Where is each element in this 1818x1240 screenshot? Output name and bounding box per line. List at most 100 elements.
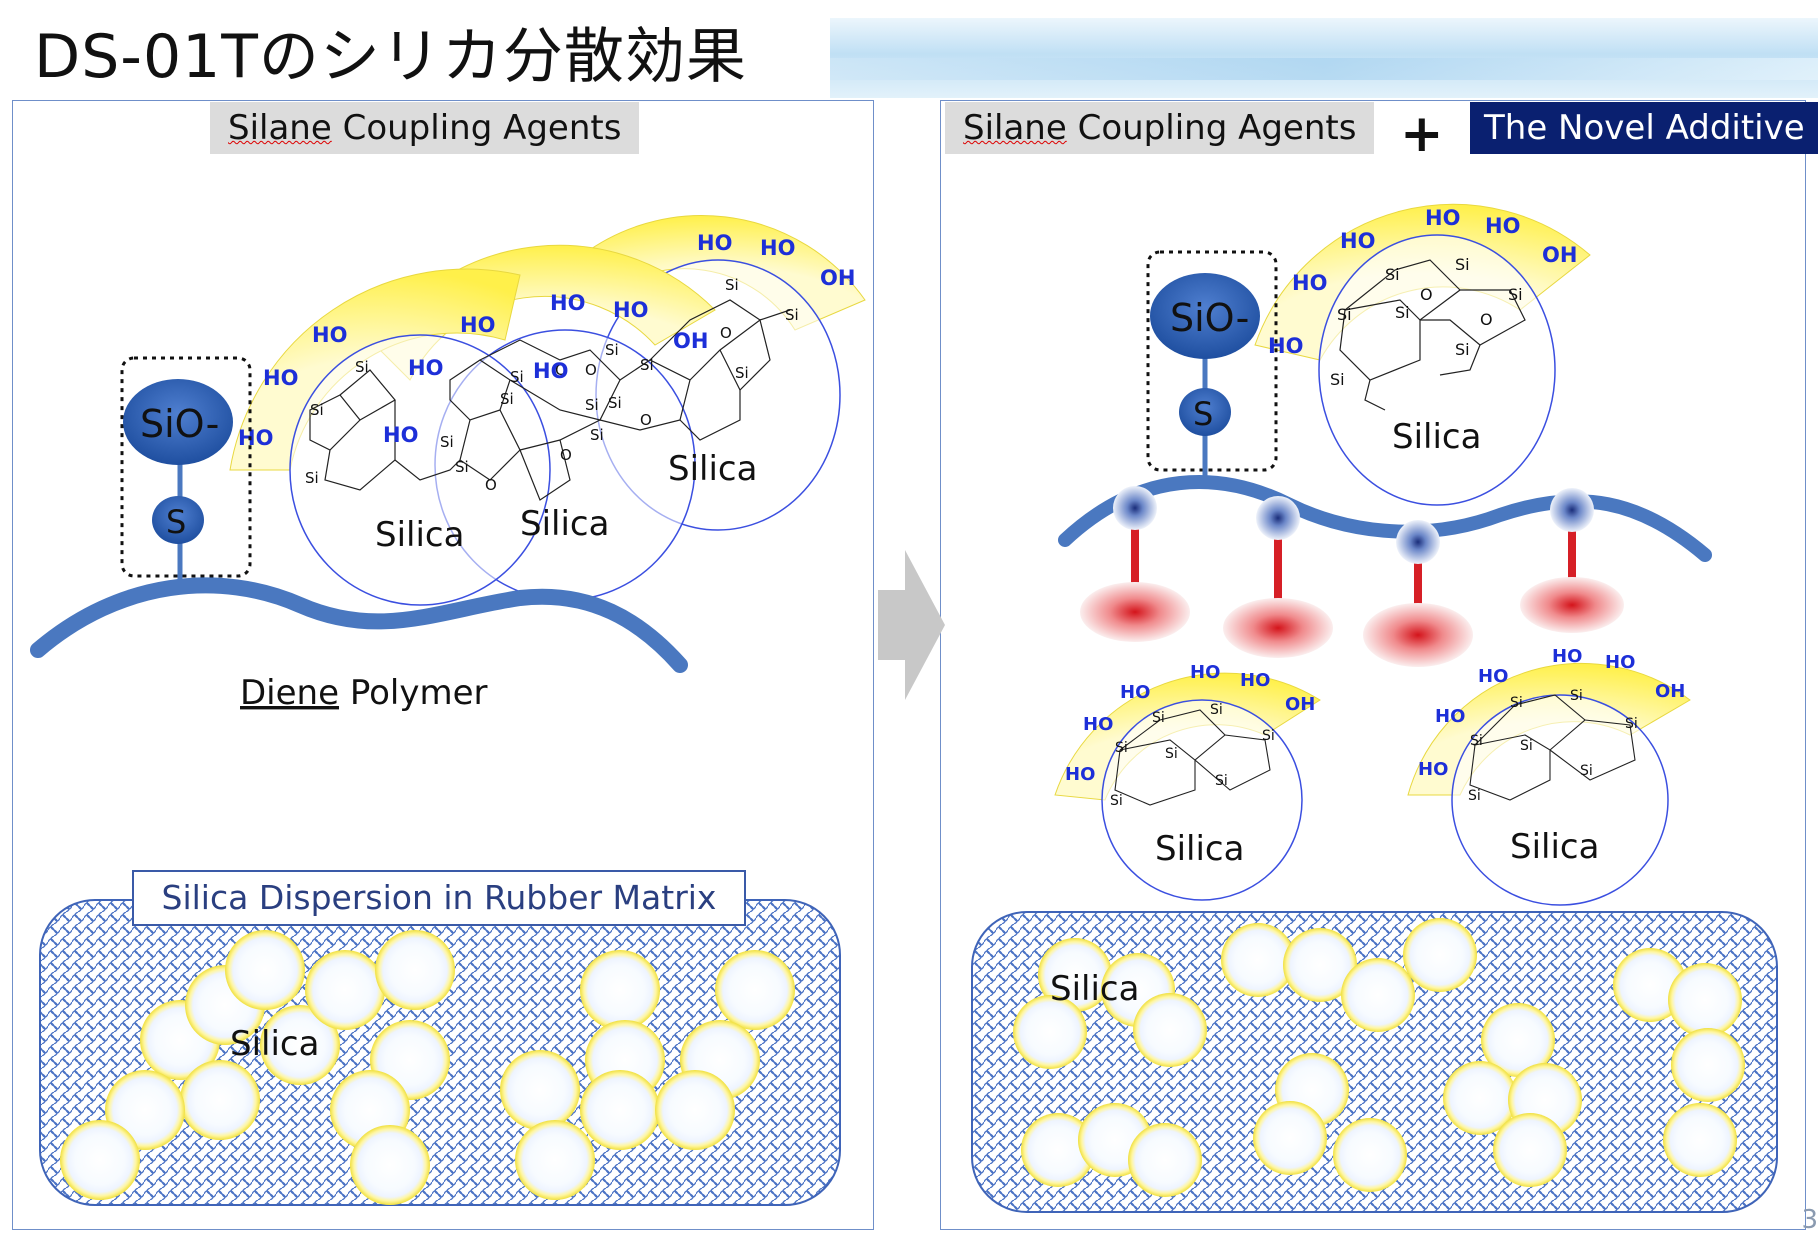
svg-text:Si: Si <box>1510 695 1523 711</box>
svg-text:Si: Si <box>1330 370 1345 389</box>
right-header-prefix: Silane <box>963 108 1067 148</box>
right-lower1-ho-3: HO <box>1120 682 1150 703</box>
svg-text:Si: Si <box>1470 733 1483 749</box>
svg-text:Si: Si <box>1110 793 1123 809</box>
svg-text:Si: Si <box>590 426 604 444</box>
left-s-label: S <box>166 503 186 541</box>
left-dispersed-silica-cluster-a <box>60 930 455 1205</box>
svg-text:Si: Si <box>785 306 799 324</box>
svg-text:O: O <box>640 411 652 429</box>
left-diene-polymer-chain <box>30 577 688 673</box>
svg-text:Si: Si <box>510 368 524 386</box>
svg-text:O: O <box>720 324 732 342</box>
svg-text:Si: Si <box>355 358 369 376</box>
right-lower2-ho-4: HO <box>1552 646 1582 667</box>
right-lower1-ho-1: HO <box>1065 764 1095 785</box>
right-lower2-ho-2: HO <box>1435 706 1465 727</box>
svg-text:Si: Si <box>1152 710 1165 726</box>
right-lower1-ho-4: HO <box>1190 662 1220 683</box>
svg-text:O: O <box>555 361 567 379</box>
right-top-ho-1: HO <box>1268 334 1303 358</box>
left-ho-4: HO <box>383 423 418 447</box>
left-header-chip: Silane Coupling Agents <box>210 102 640 154</box>
svg-text:Si: Si <box>1580 763 1593 779</box>
svg-text:Si: Si <box>455 458 469 476</box>
left-ho-8: HO <box>550 291 585 315</box>
left-polymer-label-rest: Polymer <box>339 673 488 713</box>
page-number: 3 <box>1801 1205 1818 1235</box>
svg-text:Si: Si <box>1508 285 1523 304</box>
novel-additive-label: The Novel Additive <box>1470 102 1818 154</box>
svg-text:Si: Si <box>605 341 619 359</box>
svg-text:Si: Si <box>1115 740 1128 756</box>
svg-text:Si: Si <box>1570 688 1583 704</box>
svg-text:Si: Si <box>1337 305 1352 324</box>
svg-text:Si: Si <box>1455 340 1470 359</box>
left-coupling-agent-box <box>120 356 252 578</box>
additive-anchor-2 <box>1223 496 1333 658</box>
left-ho-2: HO <box>263 366 298 390</box>
left-oh-1: OH <box>673 329 708 353</box>
transition-arrow <box>878 550 945 700</box>
right-sio-node <box>1150 273 1260 359</box>
right-coupling-agent-box <box>1146 250 1278 472</box>
left-siloxane-network <box>309 299 791 501</box>
left-oh-2: OH <box>820 266 855 290</box>
left-header-rest: Coupling Agents <box>331 108 622 148</box>
left-header-prefix: Silane <box>228 108 332 148</box>
right-top-oh: OH <box>1542 243 1577 267</box>
right-header-chip: Silane Coupling Agents <box>945 102 1375 154</box>
svg-text:Si: Si <box>1395 303 1410 322</box>
left-ho-9: HO <box>613 298 648 322</box>
left-silica-label-2: Silica <box>520 504 609 544</box>
svg-text:Si: Si <box>640 356 654 374</box>
right-lower2-ho-3: HO <box>1478 666 1508 687</box>
header-decoration-stripe <box>830 58 1818 80</box>
left-dispersion-silica-label: Silica <box>230 1024 319 1064</box>
svg-text:O: O <box>585 361 597 379</box>
right-sio-label: SiO- <box>1170 296 1249 340</box>
left-hydroxyl-groups: HO HO HO HO HO HO HO HO HO HO HO OH OH <box>238 231 855 450</box>
left-ho-11: HO <box>760 236 795 260</box>
right-s-label: S <box>1193 395 1213 433</box>
additive-anchor-4 <box>1520 488 1624 633</box>
right-lower1-oh: OH <box>1285 694 1315 715</box>
svg-text:O: O <box>560 446 572 464</box>
svg-text:Si: Si <box>1262 728 1275 744</box>
svg-text:Si: Si <box>1215 773 1228 789</box>
novel-additive-anchors <box>1080 486 1624 667</box>
svg-text:Si: Si <box>1210 702 1223 718</box>
right-top-ho-5: HO <box>1485 214 1520 238</box>
slide-title: DS-01Tのシリカ分散効果 <box>34 22 747 92</box>
left-sio-label: SiO- <box>140 402 219 446</box>
left-ho-10: HO <box>697 231 732 255</box>
svg-text:O: O <box>485 476 497 494</box>
left-polymer-label: Diene Polymer <box>240 673 488 713</box>
left-ho-7: HO <box>533 359 568 383</box>
right-lower-silica-label-1: Silica <box>1155 829 1244 869</box>
svg-text:Si: Si <box>1520 738 1533 754</box>
right-lower-silica-label-2: Silica <box>1510 827 1599 867</box>
left-dispersed-silica-cluster-b <box>500 950 795 1200</box>
right-lower2-ho-1: HO <box>1418 759 1448 780</box>
left-ho-1: HO <box>238 426 273 450</box>
right-diene-polymer-chain <box>1058 475 1712 562</box>
right-top-silica-label: Silica <box>1392 417 1481 457</box>
right-header-rest: Coupling Agents <box>1066 108 1357 148</box>
right-top-ho-4: HO <box>1425 206 1460 230</box>
svg-text:Si: Si <box>1625 716 1638 732</box>
left-silica-particle-1 <box>289 334 551 606</box>
left-sio-node <box>123 379 233 465</box>
svg-text:O: O <box>1420 285 1433 304</box>
left-ho-6: HO <box>460 313 495 337</box>
svg-text:Si: Si <box>585 396 599 414</box>
svg-text:Si: Si <box>1468 788 1481 804</box>
right-lower2-oh: OH <box>1655 681 1685 702</box>
right-lower1-ho-5: HO <box>1240 670 1270 691</box>
svg-text:Si: Si <box>735 364 749 382</box>
